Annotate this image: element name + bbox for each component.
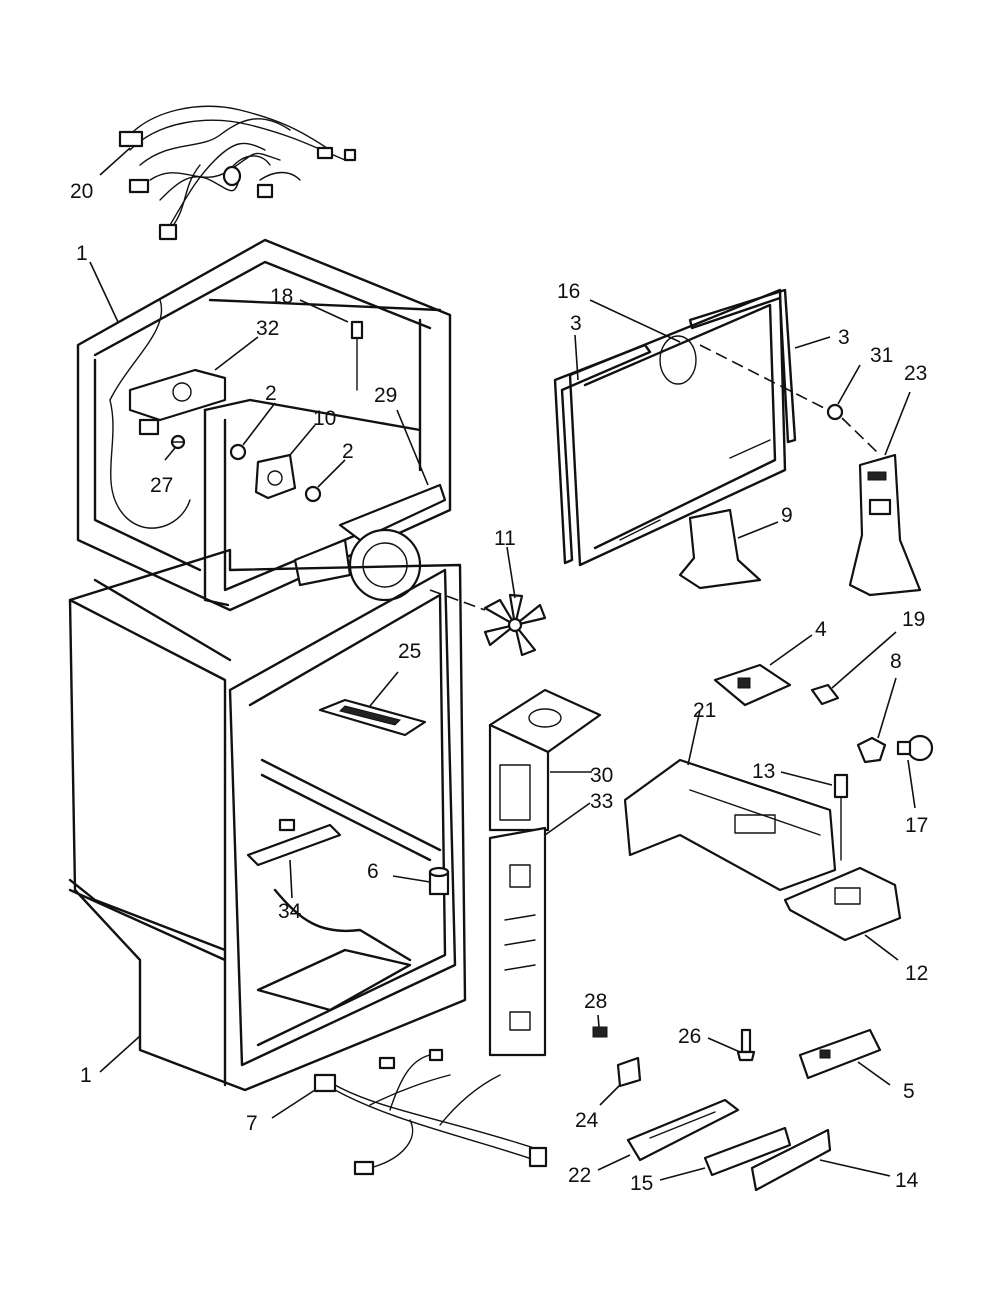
callout-10: 10 (313, 407, 336, 430)
callout-16: 16 (557, 280, 580, 303)
callout-9: 9 (781, 504, 793, 527)
part-23-air-diffuser (848, 453, 922, 597)
part-13-thermistor (833, 773, 849, 861)
callout-23: 23 (904, 362, 927, 385)
part-1-freezer-liner (76, 238, 452, 612)
callout-20: 20 (70, 180, 93, 203)
callout-6: 6 (367, 860, 379, 883)
dashed-line-23 (841, 417, 881, 456)
part-32-control-housing (128, 368, 227, 436)
callout-4: 4 (815, 618, 827, 641)
callout-31: 31 (870, 344, 893, 367)
part-3-gasket-right (688, 288, 797, 444)
callout-1-cabinet: 1 (80, 1064, 92, 1087)
callout-30: 30 (590, 764, 613, 787)
callout-19: 19 (902, 608, 925, 631)
part-17-light-bulb (896, 734, 934, 762)
part-7-wire-harness (313, 1048, 548, 1176)
part-12-housing-cover (783, 866, 902, 942)
part-31-screw (826, 403, 844, 421)
part-16-evaporator-cover (568, 288, 787, 567)
part-6-cap (428, 866, 450, 896)
part-2-grommet-upper (229, 443, 247, 461)
callout-22: 22 (568, 1164, 591, 1187)
callout-14: 14 (895, 1169, 919, 1192)
callout-33: 33 (590, 790, 613, 813)
callout-26: 26 (678, 1025, 701, 1048)
callout-3-right: 3 (838, 326, 850, 349)
part-18-sensor (350, 320, 364, 391)
dashed-line-11 (429, 589, 486, 611)
part-27-screw (170, 434, 186, 450)
part-19-knob (810, 683, 840, 706)
callout-5: 5 (903, 1080, 915, 1103)
callout-1-freezer-liner: 1 (76, 242, 88, 265)
part-30-air-tower-top (488, 688, 602, 832)
part-14-trim (750, 1128, 832, 1192)
callout-18: 18 (270, 285, 293, 308)
callout-17: 17 (905, 814, 928, 837)
callout-13: 13 (752, 760, 775, 783)
callout-7: 7 (246, 1112, 258, 1135)
callout-24: 24 (575, 1109, 599, 1132)
leader-lines (89, 147, 916, 1181)
callout-15: 15 (630, 1172, 653, 1195)
part-5-control-panel (798, 1028, 882, 1080)
part-33-air-tower (488, 826, 547, 1057)
part-26-screw (736, 1028, 756, 1062)
part-10-damper-control (254, 453, 297, 500)
callout-21: 21 (693, 699, 716, 722)
callout-2-lower: 2 (342, 440, 354, 463)
part-4-control-board (713, 663, 792, 707)
part-9-diffuser (678, 508, 762, 590)
callout-12: 12 (905, 962, 928, 985)
part-20-wire-harness (118, 105, 357, 241)
part-1-cabinet (68, 548, 467, 1092)
callout-27: 27 (150, 474, 173, 497)
callout-29: 29 (374, 384, 397, 407)
callout-28: 28 (584, 990, 607, 1013)
part-24-label (616, 1056, 642, 1088)
part-15-overlay (703, 1126, 792, 1177)
callout-32: 32 (256, 317, 279, 340)
callout-25: 25 (398, 640, 421, 663)
part-25-light-shield (318, 698, 427, 737)
part-28-clip (592, 1026, 608, 1038)
part-29-fan-housing (293, 483, 447, 602)
callout-3-left: 3 (570, 312, 582, 335)
part-21-control-housing (623, 758, 837, 892)
part-3-gasket-left (553, 343, 652, 565)
part-34-shelf-support (246, 818, 342, 867)
callout-labels: 20 1 18 32 2 10 2 29 27 16 3 3 31 23 9 1… (70, 180, 928, 1195)
part-11-fan-blade (483, 593, 547, 657)
callout-2-upper: 2 (265, 382, 277, 405)
callout-8: 8 (890, 650, 902, 673)
part-2-grommet-lower (304, 485, 322, 503)
callout-11: 11 (494, 527, 516, 550)
part-8-light-socket (856, 736, 887, 764)
dashed-line-31 (699, 344, 829, 411)
callout-34: 34 (278, 900, 302, 923)
part-22-control-bezel (626, 1098, 740, 1162)
